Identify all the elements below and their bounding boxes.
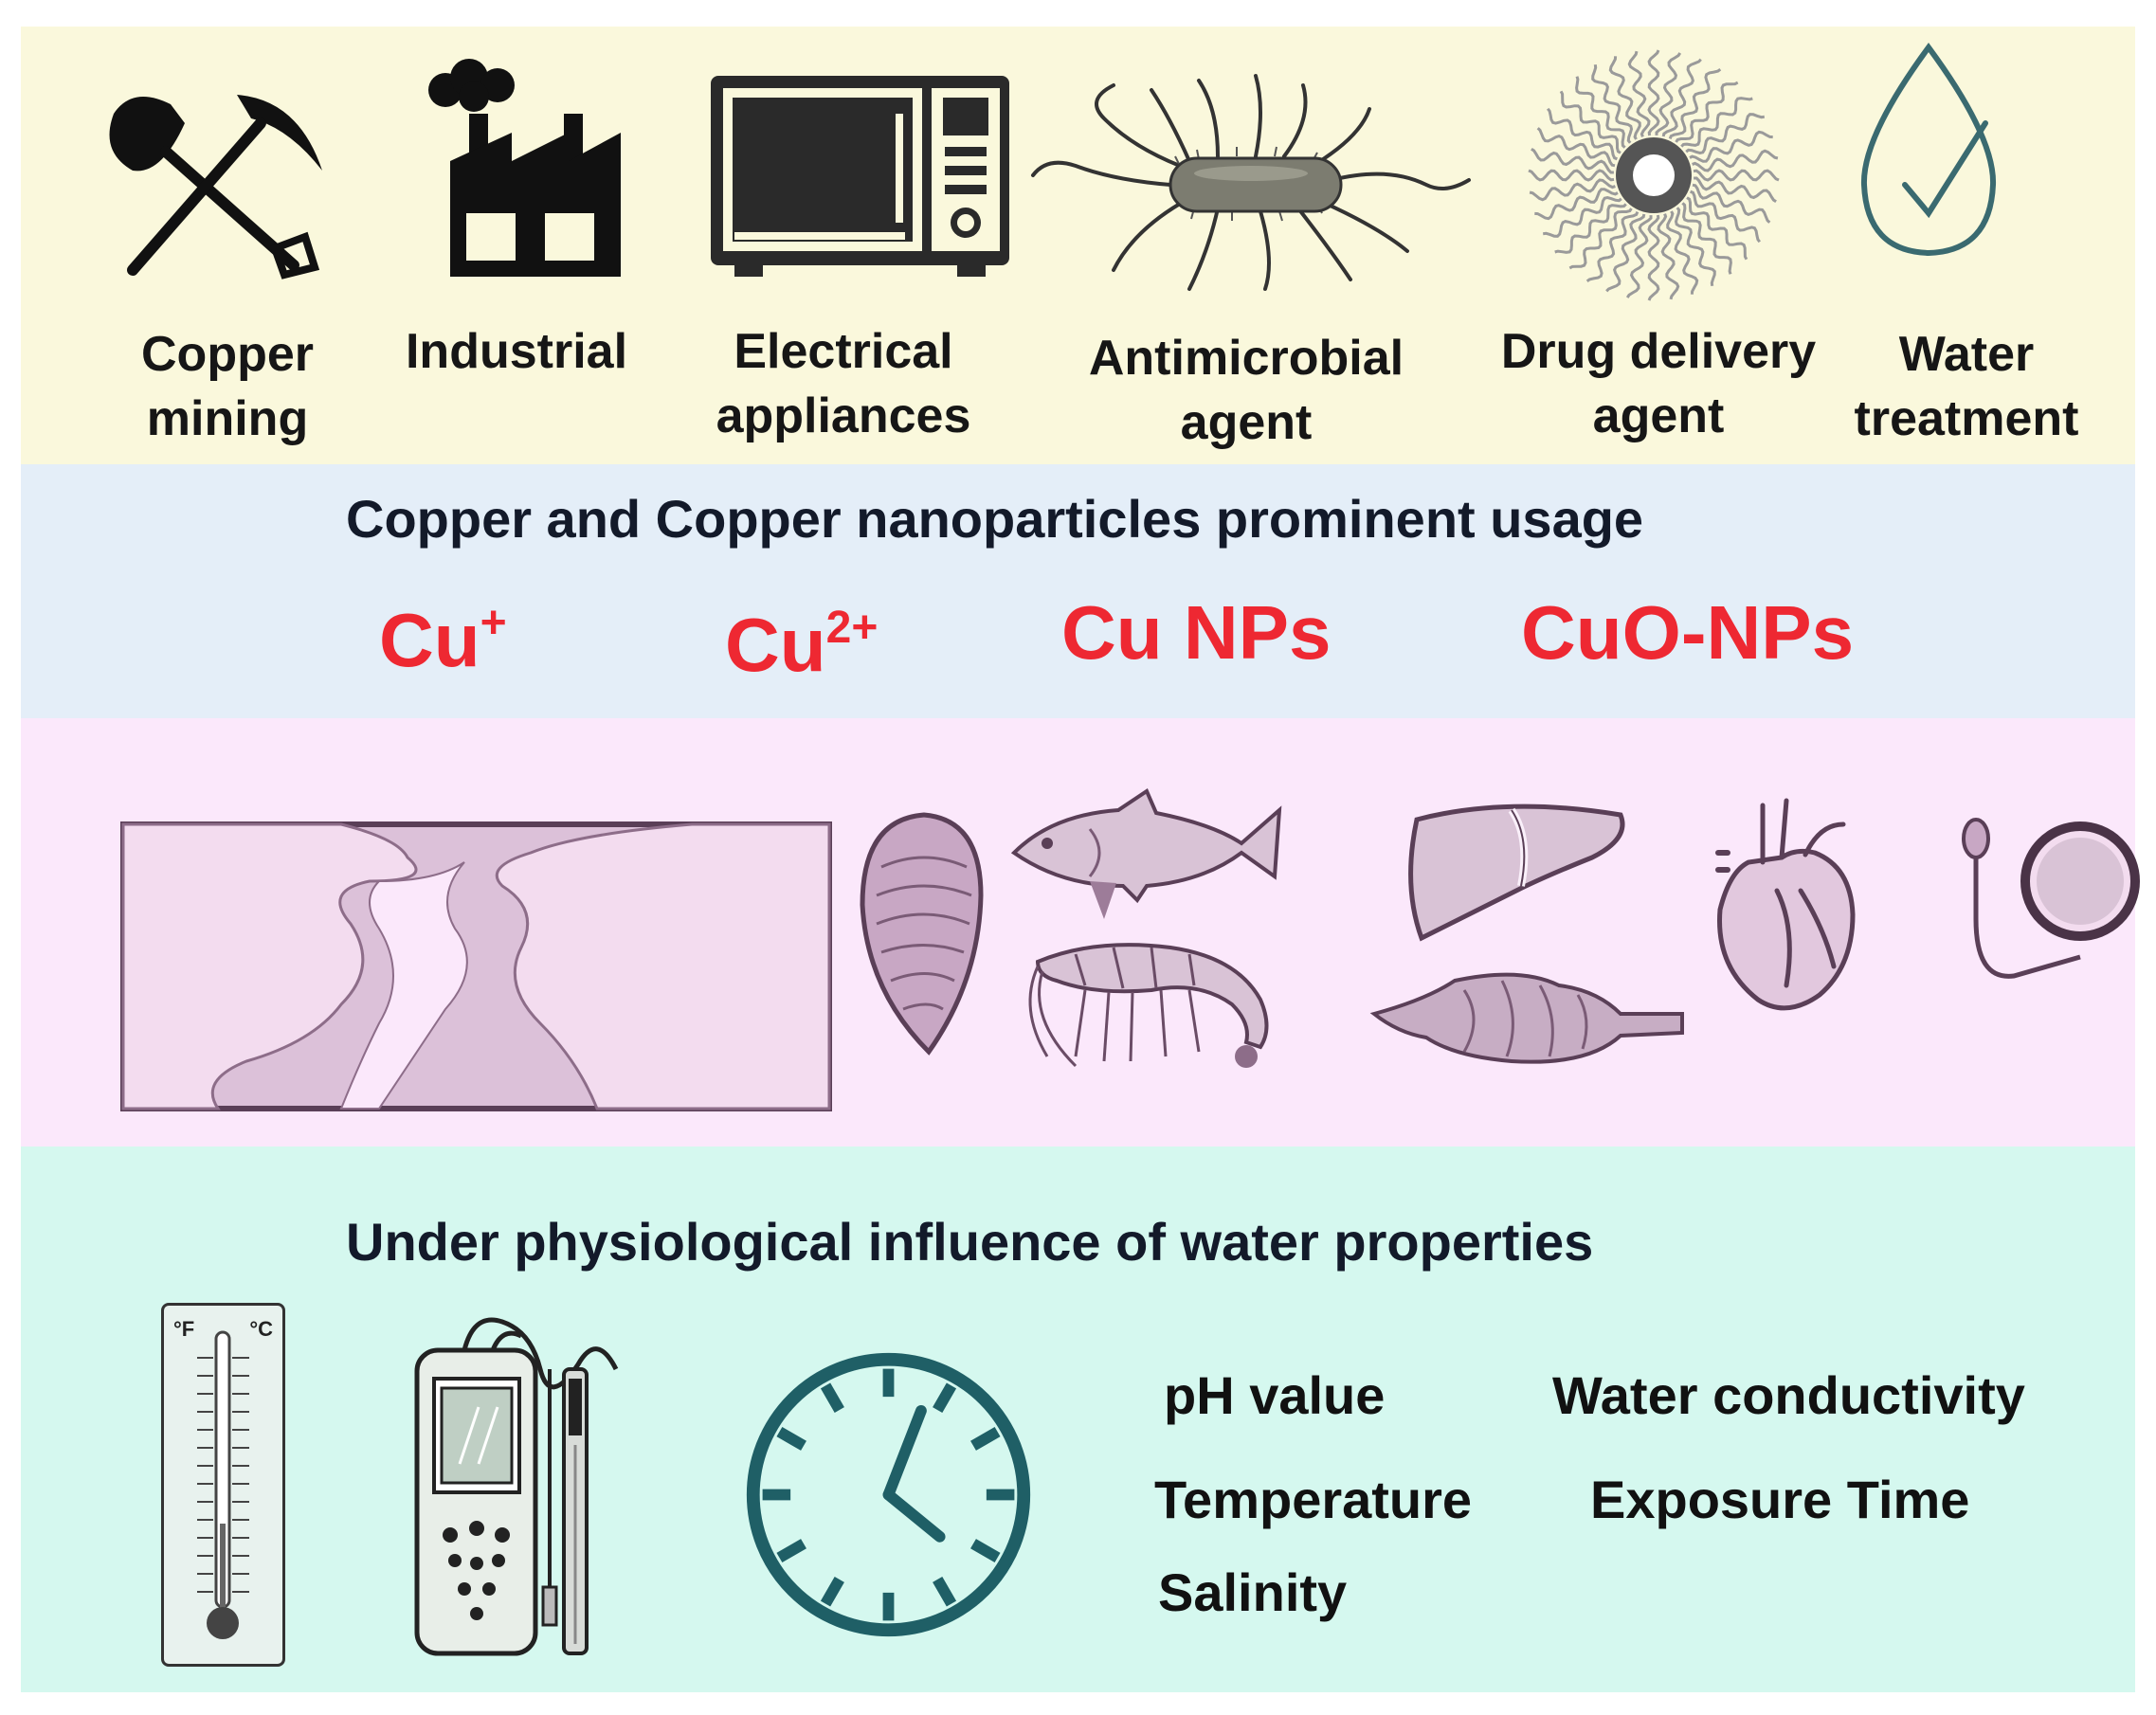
species-cu-nps: Cu NPs <box>1061 590 1332 675</box>
fish-icon <box>1010 788 1282 919</box>
clock-tick <box>820 1577 844 1607</box>
nanoparticle-ray <box>1674 207 1716 286</box>
nanoparticle-ray <box>1657 213 1680 300</box>
nanoparticle-ray <box>1559 90 1622 154</box>
copper-forms-band <box>21 464 2135 718</box>
nanoparticle-ray <box>1666 210 1699 295</box>
water-drop-check-icon <box>1860 42 1997 257</box>
nanoparticle-ray <box>1529 178 1616 202</box>
species-cu-plus: Cu+ <box>379 598 507 682</box>
clock-tick <box>820 1382 844 1413</box>
nanoparticle-ray <box>1689 130 1773 163</box>
fish-gill-icon <box>1369 972 1684 1064</box>
nanoparticle-ray <box>1591 64 1634 144</box>
clock-tick <box>933 1382 957 1413</box>
nanoparticle-ray <box>1554 203 1627 254</box>
egg-icon <box>2020 821 2140 941</box>
mussel-icon <box>860 812 984 1056</box>
nanoparticle-ray <box>1568 208 1633 270</box>
nanoparticle-ray <box>1692 149 1779 172</box>
liver-icon <box>1408 803 1625 942</box>
nanoparticle-ray <box>1693 169 1780 182</box>
nanoparticle-ray <box>1534 188 1619 221</box>
nanoparticle-ray <box>1536 127 1616 168</box>
river-icon <box>120 821 832 1111</box>
nanoparticle-ray <box>1692 183 1771 224</box>
pick-and-shovel-icon <box>109 95 322 280</box>
usage-band <box>21 27 2135 464</box>
param-temperature: Temperature <box>1154 1470 1473 1529</box>
clock-tick <box>776 1426 806 1451</box>
param-water-conductivity: Water conductivity <box>1552 1365 2025 1425</box>
nanoparticle-ray <box>1585 211 1640 283</box>
species-cu-2plus: Cu2+ <box>725 603 879 687</box>
factory-icon <box>428 59 621 277</box>
microwave-icon <box>711 76 1009 277</box>
clock-tick <box>933 1577 957 1607</box>
nanoparticle-ray <box>1647 49 1660 136</box>
param-salinity: Salinity <box>1158 1562 1348 1622</box>
nanoparticle-ray <box>1625 215 1653 298</box>
nanoparticle-ray <box>1543 195 1622 238</box>
nanoparticle-ray <box>1661 58 1702 137</box>
nanoparticle-ray <box>1675 81 1739 143</box>
species-cuo-nps: CuO-NPs <box>1521 590 1855 675</box>
sperm-icon <box>1962 818 2081 979</box>
nanoparticle-ray <box>1681 202 1732 275</box>
nanoparticle-ray <box>1686 196 1748 261</box>
nanoparticle-ray <box>1531 147 1614 174</box>
nanoparticle-ray <box>1605 213 1646 293</box>
usage-label-industrial: Industrial <box>405 324 628 379</box>
nanoparticle-ray <box>1575 76 1626 149</box>
ph-meter-icon <box>414 1317 619 1656</box>
bacterium-icon <box>1031 74 1471 291</box>
heart-icon <box>1715 798 1856 1011</box>
nanoparticle-ray <box>1647 214 1660 301</box>
clock-tick <box>970 1426 1001 1451</box>
nanoparticle-ray <box>1546 107 1618 161</box>
param-ph-value: pH value <box>1164 1365 1386 1425</box>
param-exposure-time: Exposure Time <box>1590 1470 1970 1529</box>
nanoparticle-ray <box>1608 56 1641 140</box>
nanoparticle-ray <box>1668 67 1722 139</box>
water-heading: Under physiological influence of water p… <box>346 1212 1594 1272</box>
nanoparticle-ray <box>1690 190 1762 244</box>
nanoparticle-ray <box>1680 97 1753 148</box>
nanoparticle-ray <box>1694 176 1777 204</box>
nanoparticle-ray <box>1685 113 1765 155</box>
thermometer-unit-f: °F <box>173 1317 195 1341</box>
nanoparticle-ray <box>1528 169 1615 182</box>
clock-icon <box>746 1352 1031 1637</box>
nanoparticle-ray <box>1655 52 1682 135</box>
clock-tick <box>776 1539 806 1563</box>
thermometer-unit-c: °C <box>249 1317 273 1341</box>
water-properties-band <box>21 1146 2135 1692</box>
clock-tick <box>970 1539 1001 1563</box>
shrimp-icon <box>1028 943 1269 1068</box>
usage-heading: Copper and Copper nanoparticles prominen… <box>346 489 1644 549</box>
thermometer-icon: °F °C <box>161 1303 285 1667</box>
thermometer-scale <box>197 1330 249 1639</box>
nanoparticle-ray <box>1627 50 1651 137</box>
nanoparticle-icon <box>1528 49 1780 301</box>
